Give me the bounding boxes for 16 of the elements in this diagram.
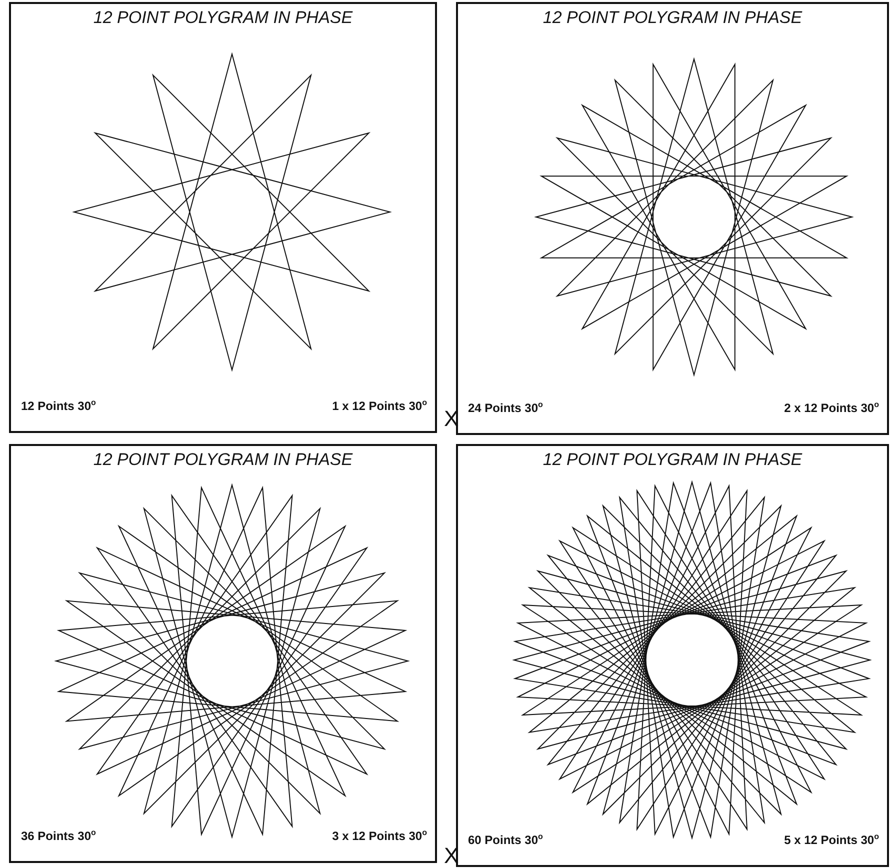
point-count-label: 60 Points 30$^{o}$ [468, 832, 543, 847]
multiplier-label: 5 x 12 Points 30$^{o}$ [784, 832, 879, 847]
multiplier-label: 3 x 12 Points 30$^{o}$ [332, 828, 427, 843]
point-count-label: 24 Points 30$^{o}$ [468, 400, 543, 415]
diagram-panel [456, 2, 889, 435]
multiplier-label: 2 x 12 Points 30$^{o}$ [784, 400, 879, 415]
panel-title: 12 POINT POLYGRAM IN PHASE [92, 450, 354, 470]
panel-title: 12 POINT POLYGRAM IN PHASE [542, 450, 804, 470]
panel-title: 12 POINT POLYGRAM IN PHASE [542, 8, 804, 28]
diagram-panel [9, 2, 437, 433]
point-count-label: 36 Points 30$^{o}$ [21, 828, 96, 843]
point-count-label: 12 Points 30$^{o}$ [21, 398, 96, 413]
panel-title: 12 POINT POLYGRAM IN PHASE [92, 8, 354, 28]
diagram-panel [456, 444, 889, 867]
diagram-panel [9, 444, 437, 863]
multiplier-label: 1 x 12 Points 30$^{o}$ [332, 398, 427, 413]
